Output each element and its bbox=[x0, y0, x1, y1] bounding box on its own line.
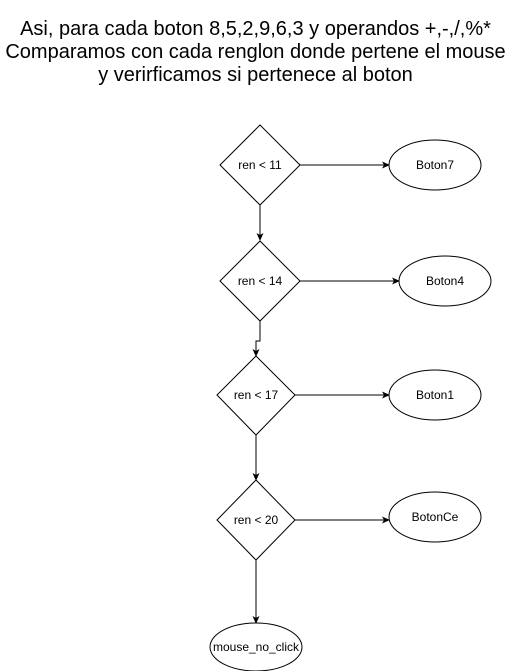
outcome-label-4: BotonCe bbox=[412, 510, 459, 524]
outcome-node-4: BotonCe bbox=[388, 491, 482, 543]
connector-d2-d3 bbox=[252, 321, 261, 357]
outcome-label-2: Boton4 bbox=[426, 274, 464, 288]
decision-label-4: ren < 20 bbox=[234, 513, 279, 527]
final-node: mouse_no_click bbox=[209, 622, 303, 671]
decision-label-1: ren < 11 bbox=[238, 158, 282, 172]
outcome-node-1: Boton7 bbox=[388, 139, 482, 191]
decision-node-1: ren < 11 bbox=[219, 124, 301, 206]
decision-node-3: ren < 17 bbox=[216, 355, 296, 436]
title-line-2: Comparamos con cada renglon donde perten… bbox=[5, 41, 506, 63]
decision-label-2: ren < 14 bbox=[238, 274, 283, 288]
outcome-node-2: Boton4 bbox=[398, 255, 492, 307]
outcome-label-1: Boton7 bbox=[416, 158, 454, 172]
final-label: mouse_no_click bbox=[213, 640, 300, 654]
decision-node-2: ren < 14 bbox=[219, 240, 301, 322]
decision-label-3: ren < 17 bbox=[234, 388, 279, 402]
title-line-3: y verirficamos si pertenece al boton bbox=[98, 64, 413, 86]
title-line-1: Asi, para cada boton 8,5,2,9,6,3 y opera… bbox=[20, 18, 491, 40]
decision-node-4: ren < 20 bbox=[216, 479, 296, 561]
outcome-node-3: Boton1 bbox=[388, 369, 482, 421]
outcome-label-3: Boton1 bbox=[416, 388, 454, 402]
diagram-title: Asi, para cada boton 8,5,2,9,6,3 y opera… bbox=[0, 18, 511, 87]
